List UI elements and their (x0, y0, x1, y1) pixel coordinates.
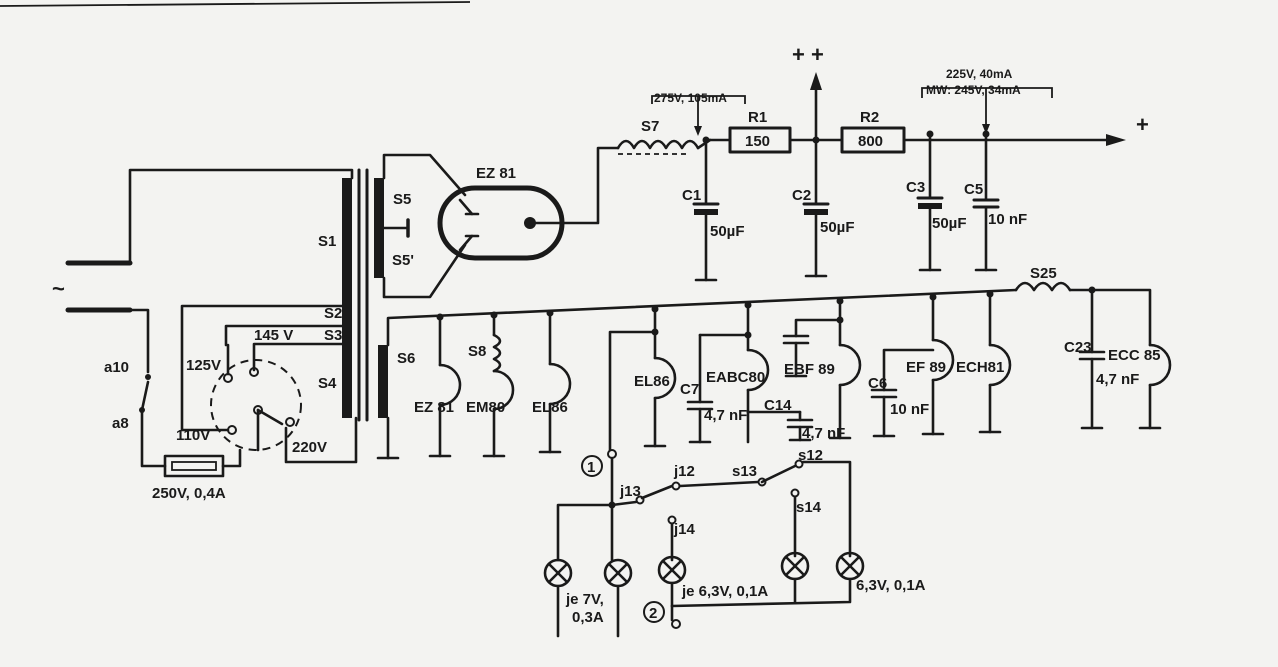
mains-input (65, 168, 354, 468)
label-node-2: 2 (649, 605, 657, 622)
label-r2: R2 (860, 109, 879, 126)
lamp-7v-2 (603, 558, 633, 638)
scan-edge-line (0, 1, 471, 7)
label-c1: C1 (682, 187, 701, 204)
label-ez81-rectifier: EZ 81 (476, 165, 516, 182)
label-j13: j13 (619, 483, 641, 500)
label-node-1: 1 (587, 459, 595, 476)
ez81-rectifier-tube (437, 146, 620, 261)
label-c5: C5 (964, 181, 983, 198)
label-c7-value: 4,7 nF (704, 407, 747, 424)
label-s14: s14 (796, 499, 822, 516)
label-a10: a10 (104, 359, 129, 376)
label-j14: j14 (673, 521, 696, 538)
label-145v: 145 V (254, 327, 293, 344)
label-s7-rating: 275V, 105mA (654, 91, 727, 105)
label-c23: C23 (1064, 339, 1092, 356)
primary-taps (180, 304, 358, 464)
label-220v: 220V (292, 439, 327, 456)
label-em80: EM80 (466, 399, 505, 416)
label-el86-left: EL86 (532, 399, 568, 416)
label-a8: a8 (112, 415, 129, 432)
transformer (342, 168, 388, 422)
label-ez81-heater: EZ 81 (414, 399, 454, 416)
label-lamp-7v: je 7V, (565, 591, 604, 608)
lamp-63v-1 (657, 555, 852, 629)
label-c3: C3 (906, 179, 925, 196)
label-c2-value: 50µF (820, 219, 855, 236)
label-supply-rating-1: 225V, 40mA (946, 67, 1013, 81)
label-s1: S1 (318, 233, 336, 250)
label-plusplus: + + (792, 42, 824, 67)
label-s12: s12 (798, 447, 823, 464)
label-c5-value: 10 nF (988, 211, 1027, 228)
label-s25: S25 (1030, 265, 1057, 282)
fuse (163, 448, 242, 478)
label-ecc85: ECC 85 (1108, 347, 1161, 364)
label-s7: S7 (641, 118, 659, 135)
rectifier-secondary (382, 153, 467, 299)
label-125v: 125V (186, 357, 221, 374)
labels: ~ S1 S2 S3 S4 S5 S5' S6 S7 S8 S25 125V 1… (52, 42, 1161, 626)
label-lamp-7v-current: 0,3A (572, 609, 604, 626)
label-c2: C2 (792, 187, 811, 204)
label-s2: S2 (324, 305, 342, 322)
label-fuse: 250V, 0,4A (152, 485, 226, 502)
lamp-63v-2 (780, 551, 810, 604)
label-c3-value: 50µF (932, 215, 967, 232)
label-j12: j12 (673, 463, 695, 480)
label-lamp-63v: je 6,3V, 0,1A (681, 583, 768, 600)
filter-capacitors (692, 130, 1000, 282)
label-ef89: EF 89 (906, 359, 946, 376)
label-c14-value: 4,7 nF (802, 425, 845, 442)
label-plus: + (1136, 112, 1149, 137)
label-c6: C6 (868, 375, 887, 392)
lamp-63v-3 (835, 551, 865, 581)
lamp-7v-1 (543, 558, 573, 638)
label-s13: s13 (732, 463, 757, 480)
tube-heaters (428, 286, 1172, 458)
label-c23-value: 4,7 nF (1096, 371, 1139, 388)
label-s5: S5 (393, 191, 411, 208)
hv-bus-top (704, 72, 1126, 154)
label-ech81: ECH81 (956, 359, 1004, 376)
label-110v: 110V (176, 427, 210, 444)
label-s5p: S5' (392, 252, 414, 269)
label-lamp-63v-right: 6,3V, 0,1A (856, 577, 926, 594)
label-supply-rating-2: MW: 245V, 34mA (926, 83, 1021, 97)
label-r1: R1 (748, 109, 767, 126)
label-el86-right: EL86 (634, 373, 670, 390)
heater-bus (376, 281, 1152, 460)
ac-symbol: ~ (52, 276, 65, 301)
label-s6: S6 (397, 350, 415, 367)
label-ebf89: EBF 89 (784, 361, 835, 378)
label-r2-value: 800 (858, 133, 883, 150)
label-c7: C7 (680, 381, 699, 398)
label-s8: S8 (468, 343, 486, 360)
label-c1-value: 50µF (710, 223, 745, 240)
label-r1-value: 150 (745, 133, 770, 150)
label-c6-value: 10 nF (890, 401, 929, 418)
label-s4: S4 (318, 375, 337, 392)
pilot-lamp-circuit (543, 449, 865, 638)
choke-s7 (616, 95, 746, 155)
label-eabc80: EABC80 (706, 369, 765, 386)
label-s3: S3 (324, 327, 342, 344)
label-c14: C14 (764, 397, 792, 414)
